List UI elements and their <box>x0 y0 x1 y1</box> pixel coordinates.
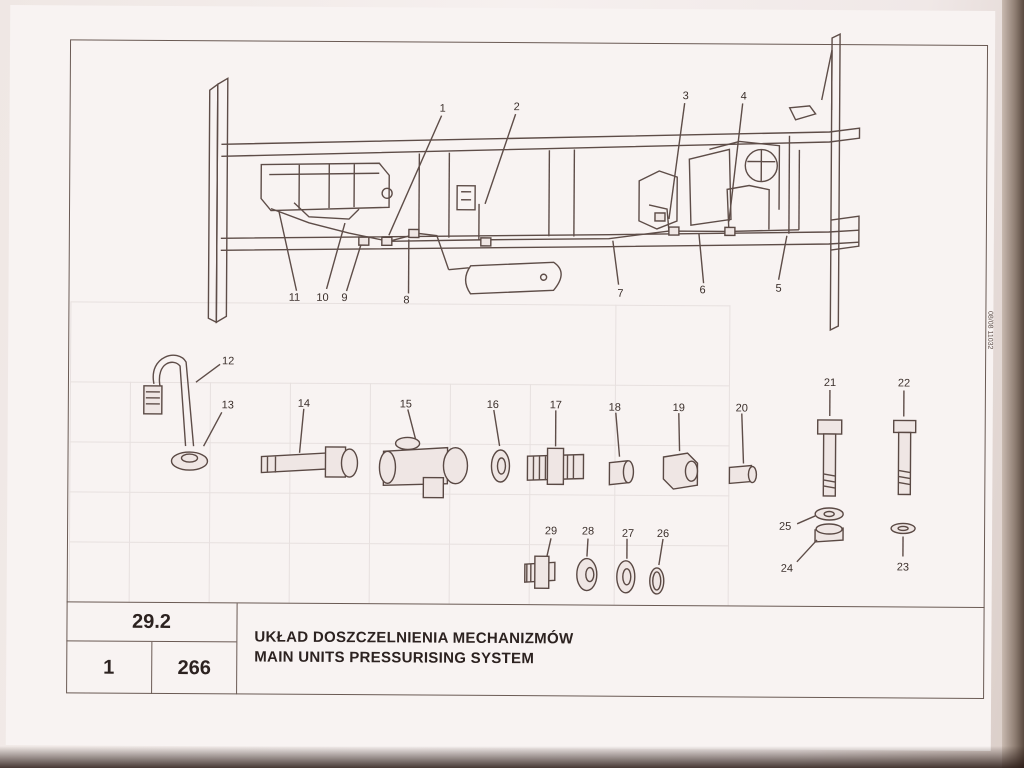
part-21-bolt <box>816 390 843 497</box>
book-binding-edge <box>1002 0 1024 768</box>
callout-11: 11 <box>289 292 300 304</box>
callout-labels: 1 2 3 4 5 6 7 8 9 10 11 12 13 14 15 16 1… <box>222 90 910 575</box>
callout-1: 1 <box>440 103 446 115</box>
part-23-25-washers-nut <box>796 507 916 563</box>
drawing-title: UKŁAD DOSZCZELNIENIA MECHANIZMÓW MAIN UN… <box>254 628 954 672</box>
part-20-pin <box>728 413 758 485</box>
callout-6: 6 <box>699 284 705 296</box>
drawing-sheet: 1 2 3 4 5 6 7 8 9 10 11 12 13 14 15 16 1… <box>5 4 996 752</box>
part-14-connector <box>260 408 359 478</box>
callout-5: 5 <box>775 283 781 295</box>
part-12-13-bent-pipe <box>143 354 223 471</box>
page-bottom-shadow <box>0 746 1024 768</box>
callout-20: 20 <box>736 402 748 414</box>
callout-14: 14 <box>298 398 310 410</box>
callout-25: 25 <box>779 521 791 533</box>
callout-8: 8 <box>403 294 409 306</box>
callout-13: 13 <box>222 399 234 411</box>
callout-15: 15 <box>400 398 412 410</box>
callout-17: 17 <box>550 399 562 411</box>
part-15-tee <box>378 409 469 499</box>
callout-3: 3 <box>683 90 689 102</box>
upper-leader-lines <box>278 103 788 294</box>
callout-18: 18 <box>609 402 621 414</box>
exploded-parts-diagram: 1 2 3 4 5 6 7 8 9 10 11 12 13 14 15 16 1… <box>143 32 917 595</box>
title-english: MAIN UNITS PRESSURISING SYSTEM <box>254 648 535 668</box>
callout-16: 16 <box>487 399 499 411</box>
part-18-sleeve <box>608 412 635 486</box>
callout-19: 19 <box>673 402 685 414</box>
callout-7: 7 <box>617 288 623 300</box>
part-22-bolt <box>892 390 917 496</box>
chassis-frame <box>207 32 861 332</box>
callout-24: 24 <box>781 563 793 575</box>
page-number: 266 <box>177 656 211 679</box>
section-code: 29.2 <box>66 602 237 643</box>
part-26-29-lower-row <box>524 538 665 595</box>
title-block-index: 29.2 1 266 <box>66 602 238 695</box>
callout-21: 21 <box>824 377 836 389</box>
callout-22: 22 <box>898 377 910 389</box>
callout-12: 12 <box>222 355 234 367</box>
callout-26: 26 <box>657 528 669 540</box>
callout-28: 28 <box>582 526 594 538</box>
part-16-washer <box>490 409 511 483</box>
part-19-nut <box>662 413 699 490</box>
sheet-number: 1 <box>66 641 153 694</box>
callout-27: 27 <box>622 528 634 540</box>
callout-23: 23 <box>897 561 909 573</box>
callout-9: 9 <box>341 292 347 304</box>
part-17-union <box>526 410 585 486</box>
callout-2: 2 <box>514 101 520 113</box>
callout-4: 4 <box>741 90 747 102</box>
callout-10: 10 <box>316 292 328 304</box>
side-reference-code: 08/08 11032 <box>986 310 994 350</box>
title-block: 29.2 1 266 UKŁAD DOSZCZELNIENIA MECHANIZ… <box>66 601 985 699</box>
callout-29: 29 <box>545 525 557 537</box>
